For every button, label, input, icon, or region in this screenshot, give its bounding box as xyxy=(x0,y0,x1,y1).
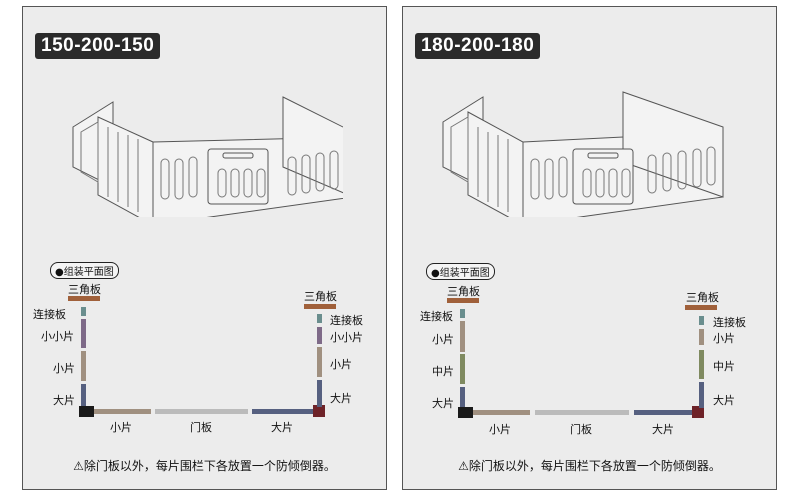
warning-triangle-icon: ⚠ xyxy=(458,459,469,473)
connector-left xyxy=(460,309,465,318)
assembly-plan-badge: ●组装平面图 xyxy=(50,262,119,279)
piece-bottom-right xyxy=(317,380,322,407)
door-board xyxy=(535,410,629,415)
label-top-left: 小小片 xyxy=(41,330,74,343)
label-triangle-left: 三角板 xyxy=(68,283,101,296)
label-mid-left: 小片 xyxy=(53,362,75,375)
label-mid-right: 小片 xyxy=(330,358,352,371)
corner-right xyxy=(313,405,325,417)
size-title: 180-200-180 xyxy=(415,33,541,59)
label-bottom-right-col: 大片 xyxy=(330,392,352,405)
label-connector-left: 连接板 xyxy=(420,310,453,323)
label-bottom-left: 大片 xyxy=(53,394,75,407)
triangle-board-right xyxy=(304,304,336,309)
door-board xyxy=(155,409,248,414)
label-connector-left: 连接板 xyxy=(33,308,66,321)
piece-mid-left xyxy=(81,351,86,381)
label-bottom-left: 大片 xyxy=(432,397,454,410)
piece-mid-left xyxy=(460,354,465,384)
label-top-left: 小片 xyxy=(432,333,454,346)
label-door: 门板 xyxy=(570,423,592,436)
playpen-illustration xyxy=(442,91,724,217)
assembly-plan-badge: ●组装平面图 xyxy=(426,263,495,280)
triangle-board-right xyxy=(685,305,717,310)
corner-left xyxy=(458,407,473,418)
piece-mid-right xyxy=(699,350,704,379)
piece-top-right xyxy=(317,327,322,344)
corner-right xyxy=(692,406,704,418)
label-triangle-right: 三角板 xyxy=(304,290,337,303)
layout-panel-180-200-180: 180-200-180 ●组装平面图 三角板 连接板 小片 中片 大片 小片 门… xyxy=(402,6,777,490)
corner-left xyxy=(79,406,94,417)
piece-bottom-left xyxy=(81,384,86,408)
piece-mid-right xyxy=(317,347,322,377)
label-mid-left: 中片 xyxy=(432,365,454,378)
anti-tip-note: ⚠除门板以外，每片围栏下各放置一个防倾倒器。 xyxy=(458,459,721,473)
piece-top-right xyxy=(699,329,704,345)
anti-tip-note: ⚠除门板以外，每片围栏下各放置一个防倾倒器。 xyxy=(73,459,336,473)
label-bottom-right: 大片 xyxy=(271,421,293,434)
label-bottom-right-col: 大片 xyxy=(713,394,735,407)
piece-bottom-left xyxy=(460,387,465,409)
connector-right xyxy=(699,316,704,325)
size-title: 150-200-150 xyxy=(35,33,161,59)
bottom-piece-right xyxy=(634,410,694,415)
connector-right xyxy=(317,314,322,323)
piece-top-left xyxy=(81,319,86,348)
label-connector-right: 连接板 xyxy=(713,316,746,329)
triangle-board-left xyxy=(68,296,100,301)
playpen-illustration xyxy=(72,96,343,217)
label-door: 门板 xyxy=(190,421,212,434)
label-top-right: 小片 xyxy=(713,332,735,345)
label-connector-right: 连接板 xyxy=(330,314,363,327)
warning-triangle-icon: ⚠ xyxy=(73,459,84,473)
label-bottom-right: 大片 xyxy=(652,423,674,436)
piece-top-left xyxy=(460,321,465,352)
label-bottom-left: 小片 xyxy=(110,421,132,434)
connector-left xyxy=(81,307,86,316)
triangle-board-left xyxy=(447,298,479,303)
bottom-piece-left xyxy=(94,409,151,414)
label-triangle-left: 三角板 xyxy=(447,285,480,298)
layout-panel-150-200-150: 150-200-150 ●组装平面图 三角板 连接板 小小片 小片 大片 小片 … xyxy=(22,6,387,490)
bottom-piece-left xyxy=(473,410,530,415)
piece-bottom-right xyxy=(699,382,704,408)
label-triangle-right: 三角板 xyxy=(686,291,719,304)
bottom-piece-right xyxy=(252,409,313,414)
label-mid-right: 中片 xyxy=(713,360,735,373)
label-bottom-left: 小片 xyxy=(489,423,511,436)
label-top-right: 小小片 xyxy=(330,331,363,344)
